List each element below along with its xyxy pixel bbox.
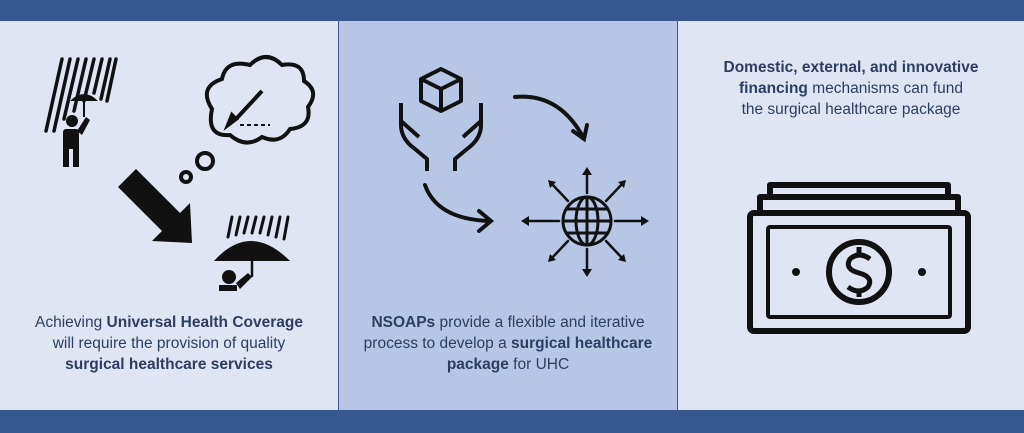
curved-arrow-icon xyxy=(513,94,589,143)
caption-text: provide a flexible and iterative xyxy=(435,314,645,331)
globe-arrows-icon xyxy=(521,167,649,277)
panel-uhc: Achieving Universal Health Coverage will… xyxy=(0,21,338,410)
caption-bold: surgical healthcare xyxy=(511,335,653,352)
panel-nsoap: NSOAPs provide a flexible and iterative … xyxy=(338,21,678,410)
caption-bold: Universal Health Coverage xyxy=(106,314,303,331)
caption-bold: surgical healthcare services xyxy=(65,356,273,373)
caption-bold: package xyxy=(446,356,509,373)
caption-bold: NSOAPs xyxy=(371,314,436,331)
thought-bubble-scalpel-icon xyxy=(179,55,316,184)
caption-text: will require the provision of quality xyxy=(52,335,286,352)
curved-arrow-icon xyxy=(423,183,495,233)
person-in-rain-icon xyxy=(63,94,98,167)
caption-text: process to develop a xyxy=(363,335,512,352)
caption-bold: Domestic, external, and innovative xyxy=(723,59,979,76)
caption-text: Achieving xyxy=(35,314,107,331)
money-stack-icon xyxy=(747,182,971,334)
caption-bold: financing xyxy=(739,80,808,97)
nsoap-caption: NSOAPs provide a flexible and iterative … xyxy=(339,312,677,375)
rain-icon xyxy=(226,215,290,241)
caption-text: mechanisms can fund xyxy=(807,80,963,97)
financing-caption: Domestic, external, and innovative finan… xyxy=(678,57,1024,120)
panel-financing: Domestic, external, and innovative finan… xyxy=(678,21,1024,410)
caption-text: for UHC xyxy=(508,356,570,373)
bottom-band xyxy=(0,410,1024,433)
caption-text: the surgical healthcare package xyxy=(741,101,961,118)
rain-icon xyxy=(44,57,118,133)
rain-umbrella-illustration xyxy=(44,55,316,291)
top-band xyxy=(0,0,1024,21)
hands-package-icon xyxy=(399,67,483,171)
uhc-caption: Achieving Universal Health Coverage will… xyxy=(0,312,338,375)
person-umbrella-icon xyxy=(214,241,290,291)
arrow-down-right-icon xyxy=(118,169,192,243)
nsoap-illustration xyxy=(399,67,649,277)
money-illustration xyxy=(747,182,971,334)
